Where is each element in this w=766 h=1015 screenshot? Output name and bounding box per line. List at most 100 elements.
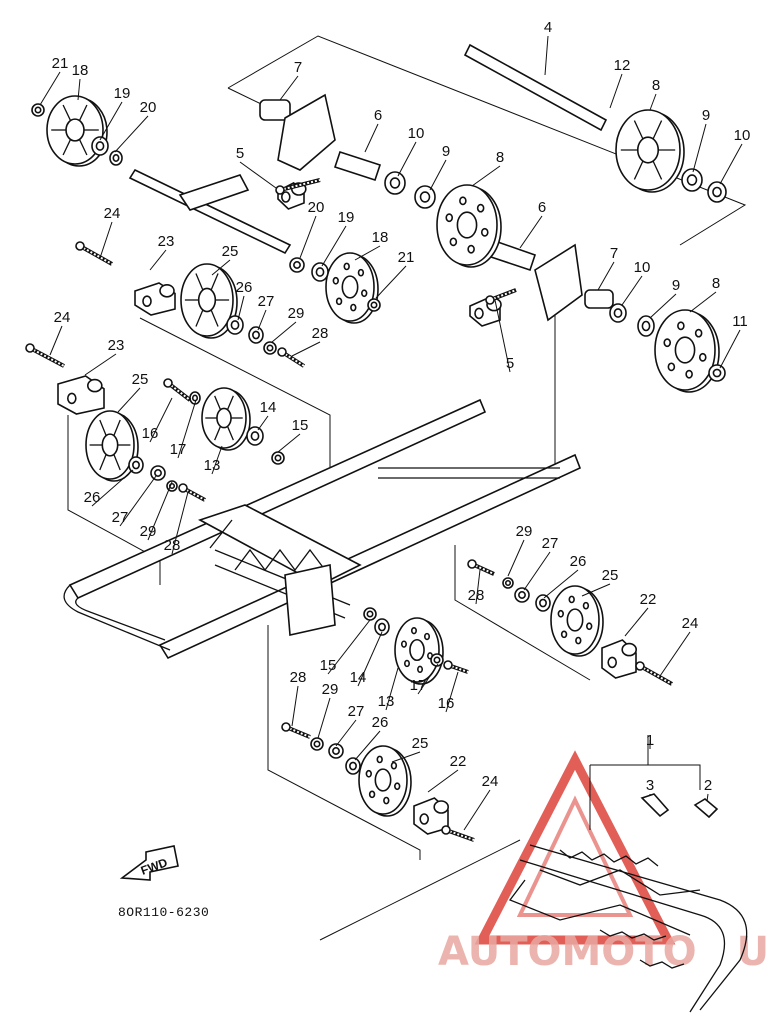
callout-number: 22 <box>640 591 657 608</box>
shafts <box>128 43 614 322</box>
washer <box>374 618 390 636</box>
idler-wheel <box>85 410 139 482</box>
leader-line <box>427 769 459 793</box>
callout-number: 22 <box>450 753 467 770</box>
leader-line <box>417 663 439 695</box>
callout-number: 27 <box>112 509 129 526</box>
leader-line <box>581 583 611 597</box>
callout-number: 24 <box>482 773 499 790</box>
fwd-label: FWD <box>139 855 170 878</box>
bolt <box>485 288 517 305</box>
leader-line <box>291 685 299 727</box>
washer <box>367 298 381 312</box>
callout-number: 25 <box>132 371 149 388</box>
spacer-7-right <box>584 289 614 309</box>
callout-number: 27 <box>542 535 559 552</box>
bolt <box>275 178 321 195</box>
leader-line <box>354 245 381 261</box>
callout-number: 6 <box>538 199 546 216</box>
callout-number: 8 <box>652 77 660 94</box>
callout-number: 9 <box>672 277 680 294</box>
leader-line <box>507 539 525 577</box>
callout-number: 8 <box>712 275 720 292</box>
washer <box>609 303 627 323</box>
callout-number: 26 <box>84 489 101 506</box>
callout-number: 26 <box>570 553 587 570</box>
idler-wheel <box>394 617 444 685</box>
leader-line <box>357 631 383 687</box>
washer <box>91 136 109 156</box>
callout-number: 9 <box>442 143 450 160</box>
idler-wheel <box>180 263 238 339</box>
callout-number: 28 <box>290 669 307 686</box>
callout-number: 14 <box>350 669 367 686</box>
idler-wheel <box>358 745 412 817</box>
callout-number: 25 <box>222 243 239 260</box>
leader-line <box>147 481 173 541</box>
callout-number: 27 <box>258 293 275 310</box>
bolt <box>281 722 311 739</box>
washer <box>289 257 305 273</box>
spacer-7-top <box>259 99 291 121</box>
leader-line <box>327 619 371 675</box>
callout-number: 4 <box>544 19 552 36</box>
rear-axle <box>463 43 608 132</box>
leader-line <box>84 353 117 376</box>
track-clip-2 <box>693 798 719 819</box>
washer <box>189 391 201 405</box>
idler-wheel <box>615 109 685 193</box>
idler-wheel <box>325 252 379 324</box>
idler-wheel <box>436 184 502 268</box>
idler-wheel <box>550 585 604 657</box>
leader-line <box>597 261 615 291</box>
leader-line <box>649 93 657 111</box>
callout-number: 18 <box>372 229 389 246</box>
leader-line <box>77 78 81 101</box>
washer <box>363 607 377 621</box>
callout-number: 13 <box>378 693 395 710</box>
leader-line <box>99 221 113 259</box>
wheels <box>46 95 720 817</box>
leader-line <box>692 123 707 173</box>
callout-number: 28 <box>312 325 329 342</box>
washer <box>328 743 344 759</box>
callout-number: 11 <box>732 313 748 330</box>
callout-number: 9 <box>702 107 710 124</box>
washer <box>384 171 406 195</box>
leader-line <box>397 141 417 177</box>
wheel-bracket <box>57 375 105 415</box>
callout-number: 29 <box>516 523 533 540</box>
leader-line <box>335 719 357 747</box>
washer <box>681 168 703 192</box>
leader-line <box>471 165 501 187</box>
callout-number: 3 <box>646 777 654 794</box>
leader-line <box>257 415 269 431</box>
leader-line <box>609 73 623 109</box>
callout-number: 25 <box>602 567 619 584</box>
leader-line <box>114 115 149 153</box>
watermark-triangle <box>474 750 676 945</box>
callout-number: 29 <box>140 523 157 540</box>
callout-number: 16 <box>438 695 455 712</box>
callout-number: 24 <box>682 615 699 632</box>
leader-line <box>543 569 579 599</box>
callout-number: 25 <box>412 735 429 752</box>
callout-number: 29 <box>288 305 305 322</box>
leader-line <box>429 159 447 191</box>
callout-number: 19 <box>338 209 355 226</box>
washer <box>514 587 530 603</box>
leader-line <box>659 631 691 677</box>
leader-line <box>544 35 549 76</box>
link-plate <box>178 174 250 211</box>
callout-number: 23 <box>158 233 175 250</box>
leader-line <box>149 397 173 443</box>
washer <box>430 653 444 667</box>
callout-number: 29 <box>322 681 339 698</box>
leader-line <box>463 789 491 831</box>
leader-line <box>649 293 677 319</box>
watermark-text: AUTOMOTOUB <box>438 929 766 975</box>
callout-number: 21 <box>52 55 69 72</box>
callout-number: 24 <box>54 309 71 326</box>
leader-line <box>689 291 717 313</box>
